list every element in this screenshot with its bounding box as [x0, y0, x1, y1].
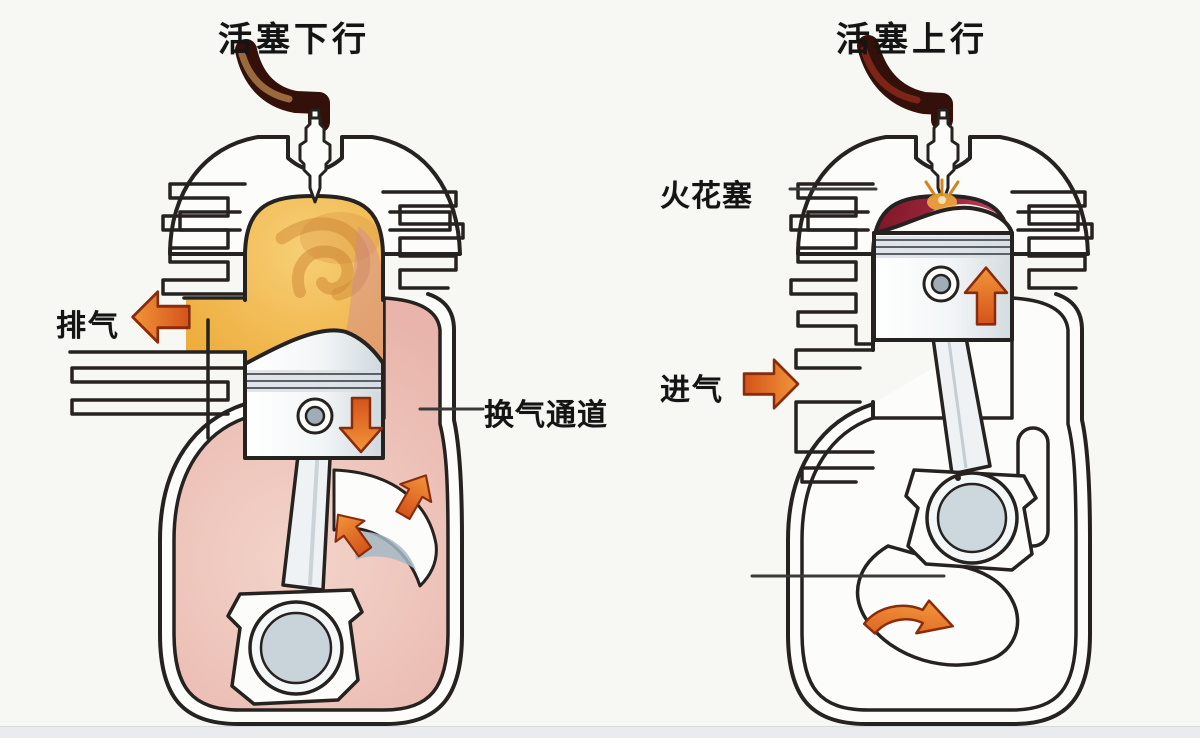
- exhaust-gas-chamber: [186, 196, 383, 364]
- spark-glow-icon: [924, 178, 960, 211]
- head-slot-right-r: [1016, 210, 1080, 232]
- spark-plug-wire-left: [235, 39, 330, 133]
- piston-rings-right: [876, 239, 1010, 255]
- cooling-fins-left: [161, 182, 247, 296]
- compressed-charge: [873, 196, 1012, 254]
- exhaust-arrow: [131, 290, 191, 344]
- piston-left: [243, 328, 385, 460]
- spark-plug-label: 火花塞: [660, 180, 753, 213]
- head-slot-right: [388, 210, 452, 232]
- spark-plug-wire-right: [857, 35, 953, 131]
- spark-plug-right: [926, 108, 960, 204]
- wrist-pin-bore-right: [930, 273, 952, 295]
- exhaust-label: 排气: [56, 310, 120, 343]
- crank-rotation-arrow: [862, 599, 954, 635]
- right-engine-diagram: [742, 35, 1094, 726]
- exhaust-swirl-inner: [292, 245, 354, 298]
- intake-port: [794, 348, 875, 484]
- transfer-flow-arrow-2: [395, 474, 433, 521]
- right-panel-title: 活塞上行: [836, 21, 988, 59]
- bottom-edge-strip: [0, 726, 1200, 738]
- spark-plug-left: [298, 108, 332, 204]
- transfer-passage-label: 换气通道: [484, 399, 608, 432]
- cooling-fins-right: [381, 190, 465, 290]
- intake-arrow: [742, 358, 800, 410]
- left-engine-diagram: [68, 39, 485, 726]
- left-panel-title: 活塞下行: [218, 21, 370, 59]
- chamber-pink-edge: [346, 226, 383, 360]
- piston-rings-left: [247, 373, 381, 389]
- crankshaft-big-end-right: [904, 468, 1038, 572]
- exhaust-haze: [300, 212, 380, 264]
- piston-up-arrow: [963, 266, 1009, 326]
- intake-label: 进气: [660, 374, 724, 407]
- cooling-fins-left-r: [789, 182, 875, 346]
- exhaust-port: [68, 296, 247, 440]
- cooling-fins-right-r: [1010, 190, 1094, 290]
- piston-down-arrow: [338, 396, 384, 454]
- exhaust-swirl: [275, 217, 371, 301]
- transfer-flow-arrow-1: [334, 513, 373, 558]
- crankshaft-big-end-left: [226, 588, 364, 706]
- wrist-pin-bore-left: [304, 405, 326, 427]
